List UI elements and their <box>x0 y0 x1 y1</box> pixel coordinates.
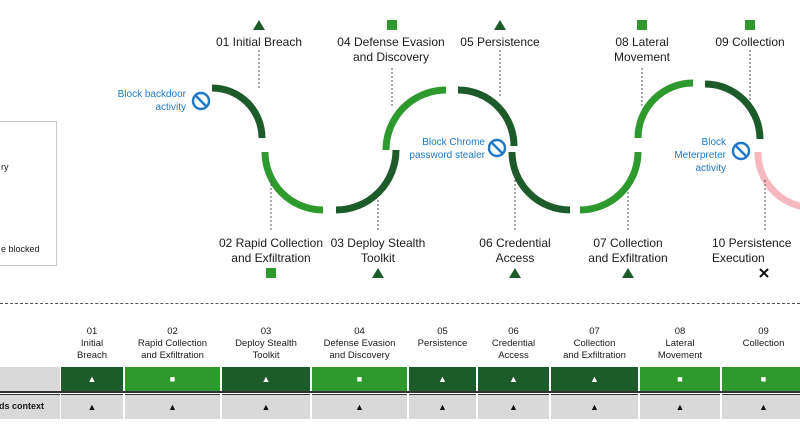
table-row-1: ▲■▲■▲▲▲■■ <box>0 367 800 391</box>
stage-03-label: 03 Deploy Stealth Toolkit <box>330 236 426 265</box>
table-row-2-cell-05: ▲ <box>409 394 476 419</box>
stage-08-label: 08 Lateral Movement <box>613 35 671 64</box>
arc-10-lower <box>754 151 800 210</box>
table-row-2-cell-03: ▲ <box>222 394 310 419</box>
table-header-04: 04 Defense Evasion and Discovery <box>323 326 396 361</box>
triangle-icon <box>494 20 506 30</box>
stage-05-label: 05 Persistence <box>460 35 540 49</box>
block-backdoor-label: Block backdoor activity <box>117 89 186 113</box>
block-chrome-label: Block Chrome password stealer <box>409 137 485 161</box>
table-row-1-cell-06: ▲ <box>478 367 549 391</box>
stage-table: 01 Initial Breach 02 Rapid Collection and… <box>0 322 800 445</box>
legend-line-1: ry <box>1 162 9 172</box>
table-row-2-label-cell: ds context <box>0 394 60 419</box>
table-row-1-label-cell <box>0 367 60 391</box>
triangle-icon <box>509 268 521 278</box>
triangle-icon <box>253 20 265 30</box>
table-row-2-cell-01: ▲ <box>61 394 123 419</box>
arc-02-lower <box>261 151 324 214</box>
table-row-2-cell-04: ▲ <box>312 394 407 419</box>
table-row-1-cell-04: ■ <box>312 367 407 391</box>
table-row-2-cell-07: ▲ <box>551 394 638 419</box>
stage-07-label: 07 Collection and Exfiltration <box>588 236 668 265</box>
arc-04-upper <box>382 86 447 151</box>
table-row-1-underline <box>0 391 800 393</box>
square-icon <box>637 20 647 30</box>
table-header-08: 08 Lateral Movement <box>657 326 703 361</box>
block-icon <box>191 91 211 111</box>
arc-03-lower <box>335 149 400 214</box>
table-header-07: 07 Collection and Exfiltration <box>563 326 626 361</box>
arc-05-upper <box>457 86 518 147</box>
square-icon <box>266 268 276 278</box>
arc-09-upper <box>704 80 764 140</box>
stage-10-label: 10 Persistence Execution <box>712 236 792 265</box>
table-header-09: 09 Collection <box>742 326 785 349</box>
table-row-1-cell-05: ▲ <box>409 367 476 391</box>
arc-08-upper <box>634 79 694 139</box>
legend-line-2: e blocked <box>1 244 40 254</box>
table-row-2-cell-06: ▲ <box>478 394 549 419</box>
arc-01-upper <box>211 84 266 139</box>
stage-02-label: 02 Rapid Collection and Exfiltration <box>218 236 324 265</box>
triangle-icon <box>622 268 634 278</box>
stage-04-label: 04 Defense Evasion and Discovery <box>337 35 445 64</box>
table-row-1-cell-08: ■ <box>640 367 720 391</box>
table-header-05: 05 Persistence <box>417 326 468 349</box>
attack-chain-diagram <box>191 20 800 278</box>
legend-box: ry e blocked <box>0 121 57 266</box>
stage-09-label: 09 Collection <box>715 35 785 49</box>
table-header-02: 02 Rapid Collection and Exfiltration <box>137 326 208 361</box>
square-icon <box>387 20 397 30</box>
block-icon <box>731 141 751 161</box>
stage-01-label: 01 Initial Breach <box>215 35 303 49</box>
table-row-1-cell-09: ■ <box>722 367 800 391</box>
table-row-2: ▲▲▲▲▲▲▲▲▲ <box>0 394 800 419</box>
table-header-01: 01 Initial Breach <box>76 326 108 361</box>
table-row-1-cell-03: ▲ <box>222 367 310 391</box>
table-row-2-cell-02: ▲ <box>125 394 220 419</box>
section-divider <box>0 303 800 304</box>
table-row-2-cell-08: ▲ <box>640 394 720 419</box>
table-header-06: 06 Credential Access <box>491 326 536 361</box>
table-row-1-cell-01: ▲ <box>61 367 123 391</box>
stage-06-label: 06 Credential Access <box>479 236 551 265</box>
table-header-row: 01 Initial Breach 02 Rapid Collection and… <box>0 322 800 364</box>
table-row-1-cell-02: ■ <box>125 367 220 391</box>
cross-icon <box>759 268 769 278</box>
table-header-03: 03 Deploy Stealth Toolkit <box>235 326 297 361</box>
table-row-2-cell-09: ▲ <box>722 394 800 419</box>
block-icon <box>487 138 507 158</box>
arc-07-lower <box>579 151 642 214</box>
table-row-1-cell-07: ▲ <box>551 367 638 391</box>
block-meterpreter-label: Block Meterpreter activity <box>674 137 726 174</box>
arc-06-lower <box>508 151 571 214</box>
table-row-2-label: ds context <box>0 401 45 411</box>
triangle-icon <box>372 268 384 278</box>
square-icon <box>745 20 755 30</box>
